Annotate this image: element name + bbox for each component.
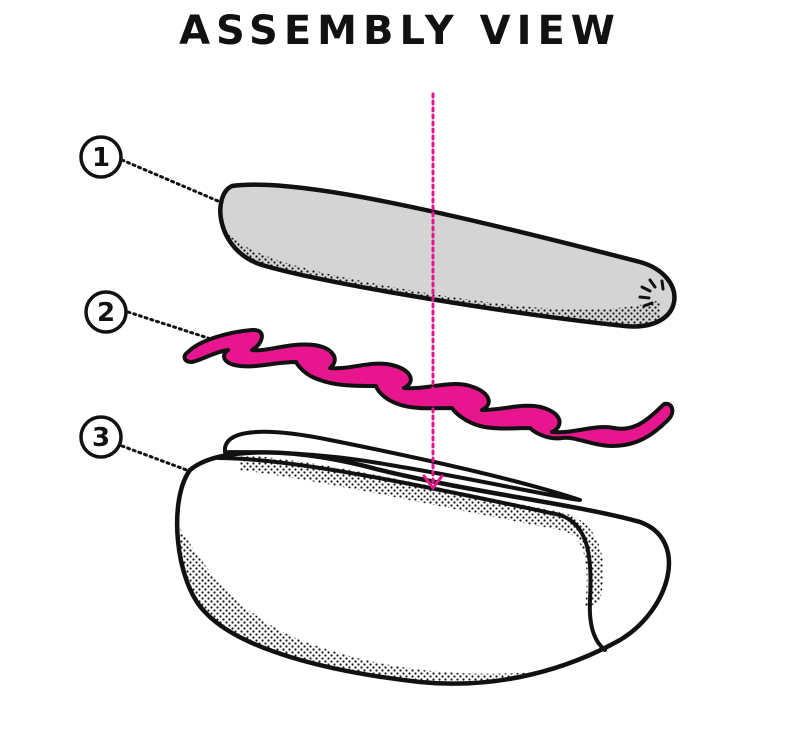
callout-3: 3	[79, 415, 123, 459]
assembly-direction-arrow	[422, 92, 444, 490]
sausage-end-marks	[638, 278, 665, 308]
callout-1: 1	[79, 135, 123, 179]
callout-2: 2	[84, 290, 128, 334]
diagram-title: ASSEMBLY VIEW	[179, 8, 621, 54]
mustard-part	[182, 328, 675, 448]
leader-line-1	[120, 158, 227, 206]
callout-number-1: 1	[92, 143, 110, 173]
sausage-part	[218, 182, 677, 329]
leader-line-3	[120, 444, 194, 474]
callout-number-2: 2	[97, 298, 115, 328]
bun-part	[174, 429, 672, 686]
callout-number-3: 3	[92, 423, 110, 453]
leader-line-2	[126, 310, 210, 340]
